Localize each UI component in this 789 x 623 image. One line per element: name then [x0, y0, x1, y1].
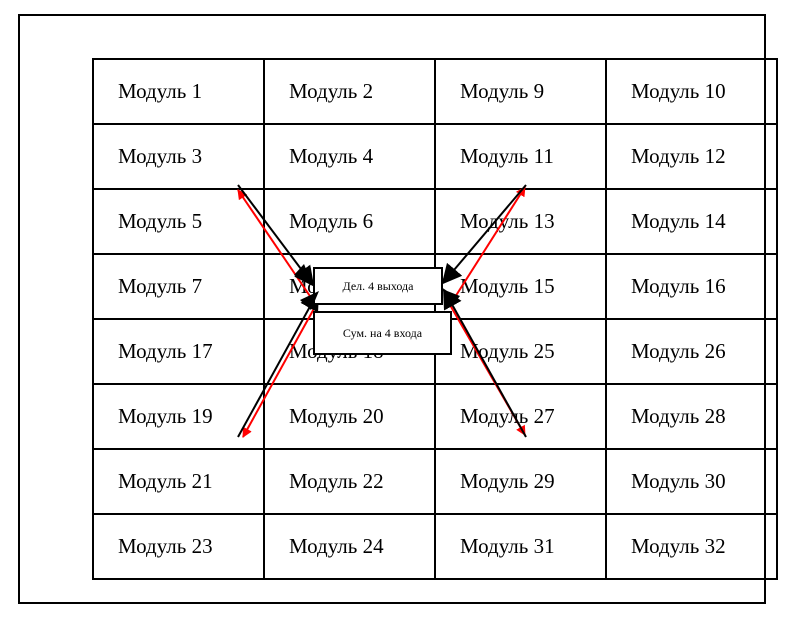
module-cell: Модуль 7: [92, 253, 265, 320]
module-cell: Модуль 21: [92, 448, 265, 515]
module-cell: Модуль 5: [92, 188, 265, 255]
grid-row: Модуль 1 Модуль 2 Модуль 9 Модуль 10: [92, 58, 778, 125]
divider-box: Дел. 4 выхода: [313, 267, 443, 305]
summer-box: Сум. на 4 входа: [313, 311, 452, 355]
module-cell: Модуль 19: [92, 383, 265, 450]
module-cell: Модуль 32: [605, 513, 778, 580]
summer-label: Сум. на 4 входа: [342, 325, 423, 340]
module-cell: Модуль 30: [605, 448, 778, 515]
grid-row: Модуль 5 Модуль 6 Модуль 13 Модуль 14: [92, 188, 778, 255]
grid-row: Модуль 3 Модуль 4 Модуль 11 Модуль 12: [92, 123, 778, 190]
module-cell: Модуль 4: [263, 123, 436, 190]
module-cell: Модуль 1: [92, 58, 265, 125]
module-cell: Модуль 10: [605, 58, 778, 125]
module-cell: Модуль 15: [434, 253, 607, 320]
module-cell: Модуль 26: [605, 318, 778, 385]
module-cell: Модуль 3: [92, 123, 265, 190]
module-cell: Модуль 27: [434, 383, 607, 450]
grid-row: Модуль 19 Модуль 20 Модуль 27 Модуль 28: [92, 383, 778, 450]
module-cell: Модуль 24: [263, 513, 436, 580]
grid-row: Модуль 23 Модуль 24 Модуль 31 Модуль 32: [92, 513, 778, 580]
module-cell: Модуль 25: [434, 318, 607, 385]
module-cell: Модуль 22: [263, 448, 436, 515]
module-cell: Модуль 11: [434, 123, 607, 190]
divider-label: Дел. 4 выхода: [342, 278, 414, 293]
module-cell: Модуль 16: [605, 253, 778, 320]
module-cell: Модуль 31: [434, 513, 607, 580]
grid-row: Модуль 21 Модуль 22 Модуль 29 Модуль 30: [92, 448, 778, 515]
module-cell: Модуль 13: [434, 188, 607, 255]
module-cell: Модуль 23: [92, 513, 265, 580]
module-cell: Модуль 14: [605, 188, 778, 255]
module-cell: Модуль 28: [605, 383, 778, 450]
module-cell: Модуль 9: [434, 58, 607, 125]
module-cell: Модуль 6: [263, 188, 436, 255]
module-cell: Модуль 2: [263, 58, 436, 125]
module-cell: Модуль 12: [605, 123, 778, 190]
module-cell: Модуль 17: [92, 318, 265, 385]
module-cell: Модуль 20: [263, 383, 436, 450]
module-cell: Модуль 29: [434, 448, 607, 515]
